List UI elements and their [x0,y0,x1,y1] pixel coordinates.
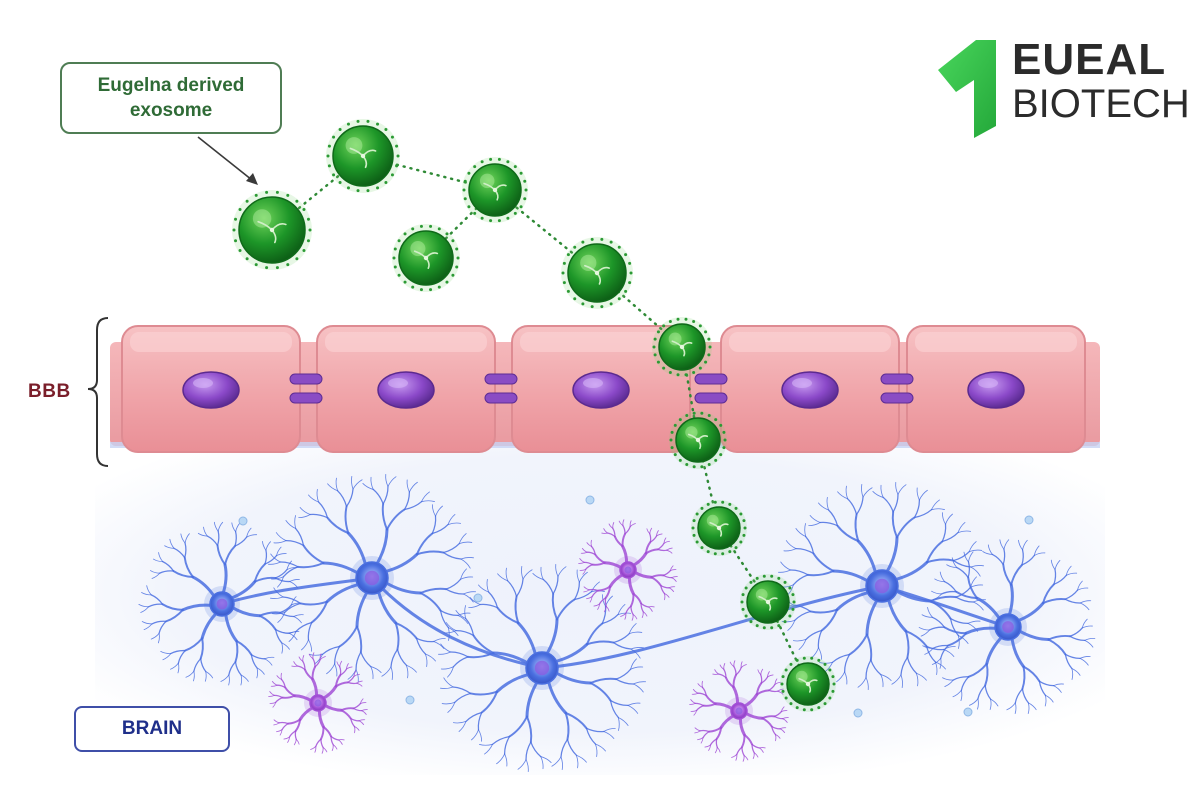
endothelial-cell [316,325,496,453]
exosome-particle [652,317,712,377]
cell-nucleus [967,371,1025,409]
cell-nucleus [377,371,435,409]
exosome-particle [691,500,747,556]
tight-junction [289,373,323,385]
endothelial-cell [906,325,1086,453]
neuron-cell [138,521,304,686]
neuron-network [138,473,1096,773]
exosome-particle [740,574,796,630]
tight-junction [880,373,914,385]
exosome-particle [561,237,633,309]
tight-junction [289,392,323,404]
tight-junction [880,392,914,404]
tight-junction [484,373,518,385]
trajectory-dots [595,271,684,349]
exosome-particle [669,411,727,469]
cell-nucleus [781,371,839,409]
glial-cell [578,519,678,621]
exosome-group [232,119,836,712]
neuron-cell [777,481,987,691]
endothelial-cell [121,325,301,453]
callout-line2: exosome [129,100,213,121]
brain-label: BRAIN [74,706,230,752]
logo-text-line2: BIOTECH [1012,82,1190,126]
callout-arrow [197,136,258,185]
exosome-particle [326,119,400,193]
vesicle-dot [585,495,595,505]
tight-junction [694,392,728,404]
endothelial-cell [511,325,691,453]
exosome-particle [462,157,528,223]
cell-nucleus [182,371,240,409]
glial-cell [689,660,789,762]
tight-junction [484,392,518,404]
axon [370,576,543,670]
bbb-bracket [87,317,109,467]
vesicle-dot [1024,515,1034,525]
vesicle-dot [853,708,863,718]
vesicle-dot [405,695,415,705]
vesicle-dot [473,593,483,603]
neuron-cell [267,473,477,683]
neuron-cell [918,539,1096,714]
bbb-label: BBB [28,381,71,402]
neuron-cell [437,563,647,773]
cell-nucleus [572,371,630,409]
endothelial-cell [720,325,900,453]
logo-text-line1: EUEAL [1012,35,1167,84]
callout-line1: Eugelna derived [97,75,245,96]
exosome-particle [392,224,460,292]
tight-junction [694,373,728,385]
exosome-callout: Eugelna derived exosome [60,62,282,134]
vesicle-dot [963,707,973,717]
glial-cell [268,652,368,754]
vesicle-dot [238,516,248,526]
exosome-particle [232,190,312,270]
axon [541,584,883,670]
blood-brain-barrier [110,325,1100,453]
logo-mark-icon [938,40,996,138]
exosome-particle [780,656,836,712]
axon [221,576,373,606]
brain-region [95,445,1105,775]
